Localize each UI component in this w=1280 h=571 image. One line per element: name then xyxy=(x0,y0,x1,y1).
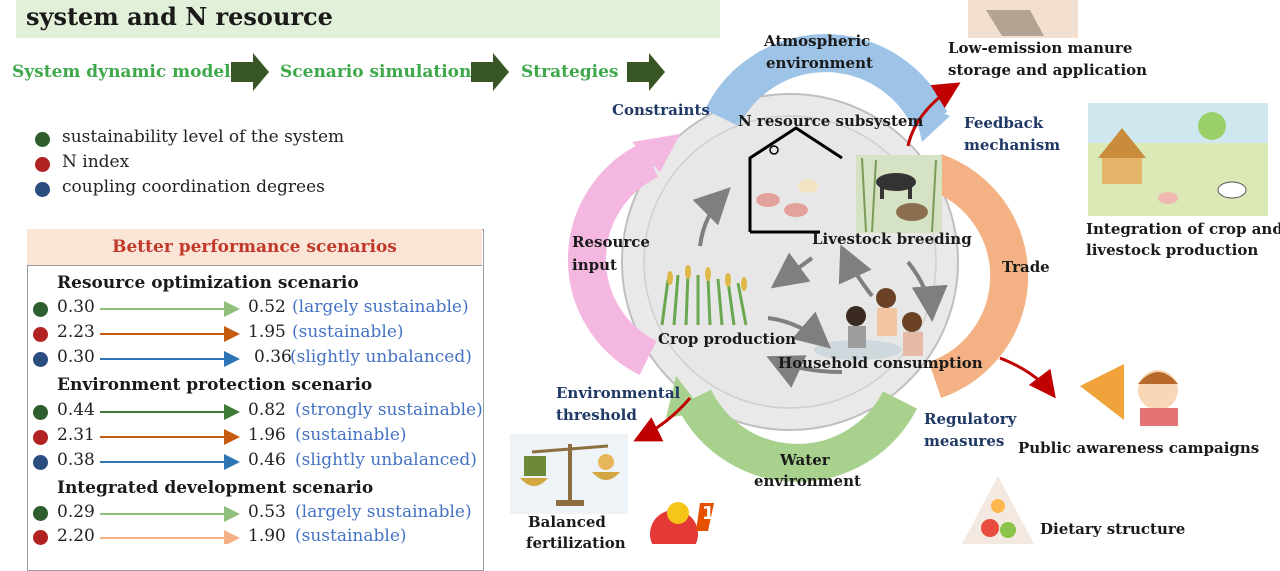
farm-image xyxy=(1088,103,1268,216)
value-to: 0.82 xyxy=(248,400,286,420)
flow-step-model: System dynamic model xyxy=(12,62,231,82)
change-arrow xyxy=(100,429,240,445)
legend-dot-coupling xyxy=(35,182,50,197)
value-from: 0.38 xyxy=(57,450,95,470)
change-arrow xyxy=(100,326,240,342)
water-label-1: Water xyxy=(780,451,830,469)
internal-flow-arrows xyxy=(692,187,948,388)
status-label: (slightly unbalanced) xyxy=(290,347,472,367)
resource-input-label-1: Resource xyxy=(572,233,650,251)
dietary-label: Dietary structure xyxy=(1040,520,1186,538)
sustainability-dot xyxy=(33,302,48,317)
megaphone-image xyxy=(1080,364,1178,426)
n-index-dot xyxy=(33,327,48,342)
strategy-arrows xyxy=(633,82,1056,442)
legend-n-index: N index xyxy=(62,152,130,172)
awareness-label: Public awareness campaigns xyxy=(1018,439,1260,457)
performance-panel-header xyxy=(27,229,482,266)
rank-medal-icon xyxy=(650,502,714,544)
household-label: Household consumption xyxy=(778,354,983,372)
regulatory-label-1: Regulatory xyxy=(924,410,1017,428)
trade-label: Trade xyxy=(1002,258,1050,276)
manure-label-1: Low-emission manure xyxy=(948,39,1133,57)
value-to: 1.90 xyxy=(248,526,286,546)
crop-icon xyxy=(660,265,748,326)
feedback-label-2: mechanism xyxy=(964,136,1061,154)
legend-dot-sustainability xyxy=(35,132,50,147)
n-index-dot xyxy=(33,530,48,545)
change-arrow xyxy=(100,301,240,317)
n-index-dot xyxy=(33,430,48,445)
value-to: 1.95 xyxy=(248,322,286,342)
regulatory-label-2: measures xyxy=(924,432,1005,450)
value-to: 0.52 xyxy=(248,297,286,317)
manure-image xyxy=(968,0,1078,38)
scenario-title: Environment protection scenario xyxy=(57,375,373,395)
crop-label: Crop production xyxy=(658,330,797,348)
page-title: system and N resource xyxy=(26,2,333,31)
barn-icon xyxy=(748,126,843,234)
value-from: 0.29 xyxy=(57,502,95,522)
flow-arrow-2 xyxy=(471,53,509,91)
scenario-title: Resource optimization scenario xyxy=(57,273,359,293)
title-banner xyxy=(16,0,720,38)
food-pyramid-image xyxy=(962,476,1034,544)
value-to: 0.36 xyxy=(254,347,292,367)
constraints-label: Constraints xyxy=(612,101,710,119)
change-arrow xyxy=(100,506,240,522)
coupling-dot xyxy=(33,352,48,367)
sustainability-dot xyxy=(33,405,48,420)
sustainability-dot xyxy=(33,506,48,521)
change-arrow xyxy=(100,404,240,420)
value-to: 1.96 xyxy=(248,425,286,445)
rank-badge: 1 xyxy=(702,503,715,524)
legend-sustainability: sustainability level of the system xyxy=(62,127,345,147)
household-icon xyxy=(814,288,923,360)
atmospheric-label-1: Atmospheric xyxy=(764,32,871,50)
legend-coupling: coupling coordination degrees xyxy=(62,177,325,197)
resource-input-label-2: input xyxy=(572,256,617,274)
change-arrow xyxy=(100,530,240,544)
value-from: 0.44 xyxy=(57,400,95,420)
feedback-label-1: Feedback xyxy=(964,114,1044,132)
scale-image xyxy=(510,434,628,514)
flow-arrow-1 xyxy=(231,53,269,91)
status-label: (slightly unbalanced) xyxy=(295,450,477,470)
legend-dot-n-index xyxy=(35,157,50,172)
flow-arrow-3 xyxy=(627,53,665,91)
coupling-dot xyxy=(33,455,48,470)
balanced-label-1: Balanced xyxy=(528,513,606,531)
value-from: 0.30 xyxy=(57,297,95,317)
water-label-2: environment xyxy=(754,472,861,490)
env-threshold-label-2: threshold xyxy=(556,406,637,424)
value-from: 2.20 xyxy=(57,526,95,546)
flow-step-strategies: Strategies xyxy=(521,62,619,82)
status-label: (strongly sustainable) xyxy=(295,400,483,420)
change-arrow xyxy=(100,454,240,470)
integration-label-2: livestock production xyxy=(1086,241,1259,259)
value-from: 0.30 xyxy=(57,347,95,367)
env-threshold-label-1: Environmental xyxy=(556,384,681,402)
scenario-title: Integrated development scenario xyxy=(57,478,374,498)
status-label: (sustainable) xyxy=(295,425,407,445)
value-from: 2.23 xyxy=(57,322,95,342)
status-label: (largely sustainable) xyxy=(295,502,472,522)
change-arrow xyxy=(100,351,240,367)
status-label: (sustainable) xyxy=(295,526,407,546)
atmospheric-label-2: environment xyxy=(766,54,873,72)
value-to: 0.46 xyxy=(248,450,286,470)
performance-title: Better performance scenarios xyxy=(112,237,397,257)
value-from: 2.31 xyxy=(57,425,95,445)
livestock-label: Livestock breeding xyxy=(812,230,972,248)
value-to: 0.53 xyxy=(248,502,286,522)
livestock-icon xyxy=(856,155,942,233)
integration-label-1: Integration of crop and xyxy=(1086,220,1280,238)
manure-label-2: storage and application xyxy=(948,61,1148,79)
flow-step-scenario: Scenario simulation xyxy=(280,62,472,82)
status-label: (sustainable) xyxy=(292,322,404,342)
status-label: (largely sustainable) xyxy=(292,297,469,317)
balanced-label-2: fertilization xyxy=(526,534,626,552)
diagram-graphics xyxy=(231,0,1268,544)
n-subsystem-label: N resource subsystem xyxy=(738,112,924,130)
